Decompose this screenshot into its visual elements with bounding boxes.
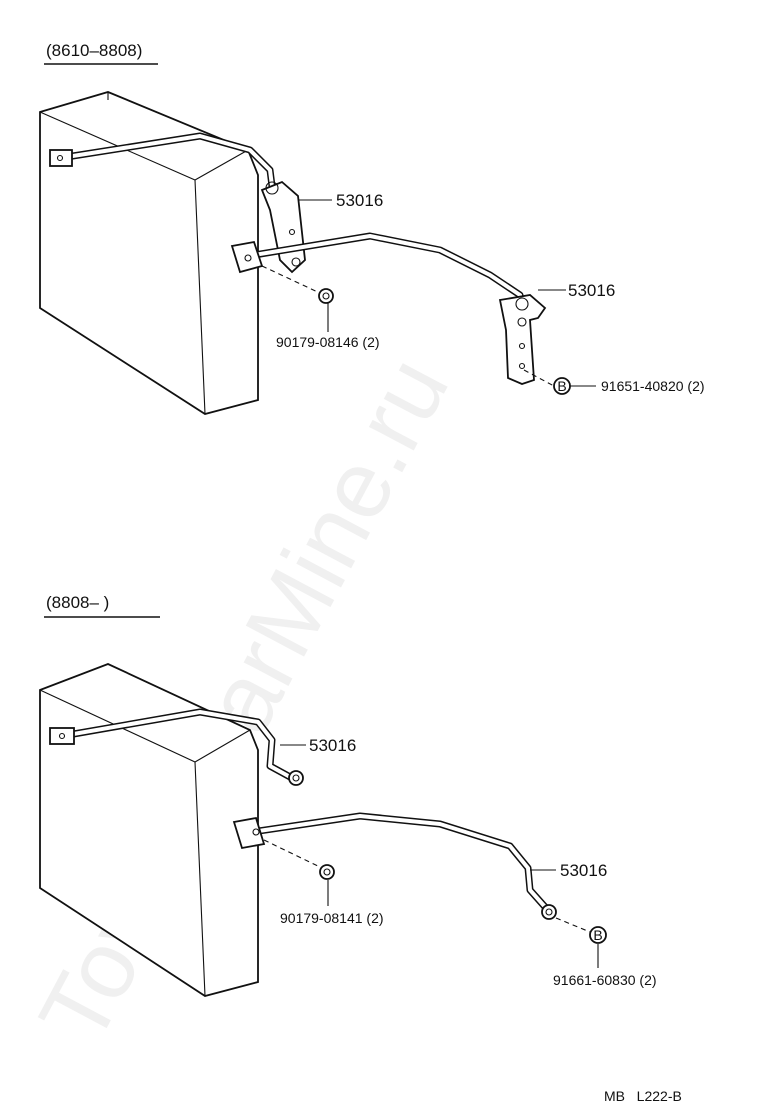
section-1-main-rod	[230, 232, 524, 299]
section-1-right-bracket	[498, 294, 547, 385]
section-1-upper-rod	[49, 132, 276, 190]
section-2-main-rod	[232, 812, 557, 920]
section-2-bolt-marker-letter: B	[593, 927, 602, 943]
section-2-label-nut: 90179-08141 (2)	[280, 910, 384, 926]
section-2-leader-nut-dash	[263, 839, 323, 869]
section-1: (8610–8808)	[39, 41, 705, 415]
section-2-nut-icon	[319, 864, 335, 880]
section-1-label-rod-top: 53016	[336, 191, 383, 210]
section-2-header: (8808– )	[46, 593, 109, 612]
section-2-label-rod-top: 53016	[309, 736, 356, 755]
section-2-label-rod-main: 53016	[560, 861, 607, 880]
footer-code: MB L222-B	[604, 1088, 682, 1104]
section-2-box	[39, 663, 259, 997]
section-2-label-bolt: 91661-60830 (2)	[553, 972, 657, 988]
section-1-nut-icon	[318, 288, 334, 304]
section-1-leader-nut-dash	[261, 265, 323, 295]
section-1-label-rod-main: 53016	[568, 281, 615, 300]
section-1-box	[39, 91, 259, 415]
section-1-upper-bracket	[260, 180, 306, 274]
section-1-leader-bolt-dash	[523, 369, 555, 387]
section-1-header: (8610–8808)	[46, 41, 142, 60]
section-2-bolt-marker	[589, 926, 607, 944]
section-2-leader-bolt-dash	[555, 917, 591, 933]
section-1-bolt-marker	[553, 377, 571, 395]
section-1-label-nut: 90179-08146 (2)	[276, 334, 380, 350]
section-1-bolt-marker-letter: B	[557, 378, 566, 394]
section-1-label-bolt: 91651-40820 (2)	[601, 378, 705, 394]
section-2: (8808– )	[39, 593, 657, 997]
section-2-upper-rod	[49, 708, 304, 786]
